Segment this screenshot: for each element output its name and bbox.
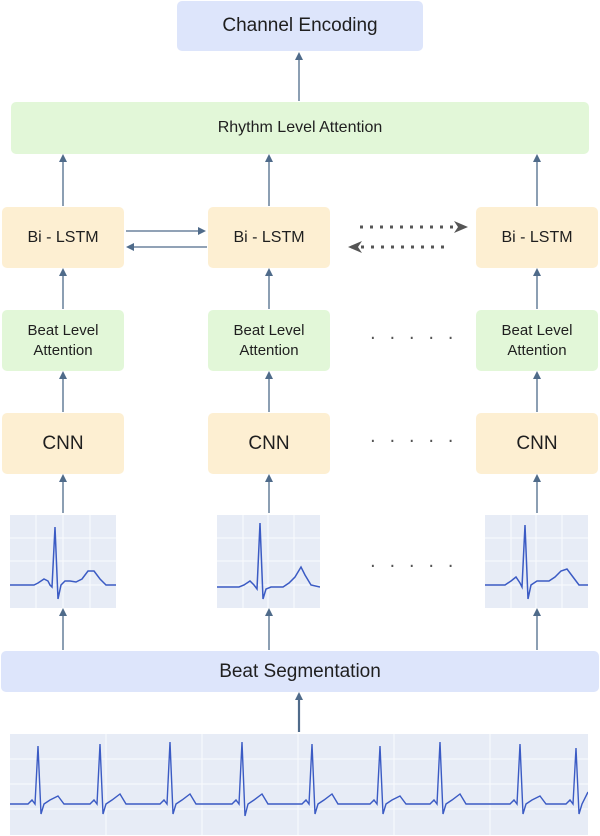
cnn-label: CNN: [516, 432, 558, 454]
bilstm-box-3: Bi - LSTM: [476, 207, 598, 268]
rhythm-waveform: [10, 734, 588, 835]
beat-attention-line1: Beat Level: [27, 321, 99, 339]
beat-segmentation-label: Beat Segmentation: [219, 660, 381, 682]
beat-attention-box-1: Beat Level Attention: [2, 310, 124, 371]
beat-image-3: [485, 515, 588, 608]
bilstm-box-2: Bi - LSTM: [208, 207, 330, 268]
ellipsis-cnn: · · · · ·: [370, 431, 458, 452]
beat-attention-line2: Attention: [239, 341, 299, 359]
cnn-label: CNN: [42, 432, 84, 454]
ellipsis-attention: · · · · ·: [370, 328, 458, 349]
bilstm-label: Bi - LSTM: [27, 228, 99, 246]
beat-attention-box-3: Beat Level Attention: [476, 310, 598, 371]
beat-segmentation-box: Beat Segmentation: [1, 651, 599, 692]
beat-image-2: [217, 515, 320, 608]
channel-encoding-box: Channel Encoding: [177, 1, 423, 51]
beat-attention-line2: Attention: [33, 341, 93, 359]
beat-waveform: [217, 515, 320, 608]
cnn-box-3: CNN: [476, 413, 598, 474]
cnn-label: CNN: [248, 432, 290, 454]
bilstm-box-1: Bi - LSTM: [2, 207, 124, 268]
beat-waveform: [10, 515, 116, 608]
beat-attention-line1: Beat Level: [233, 321, 305, 339]
rhythm-attention-box: Rhythm Level Attention: [11, 102, 589, 154]
beat-waveform: [485, 515, 588, 608]
beat-attention-box-2: Beat Level Attention: [208, 310, 330, 371]
ecg-rhythm-strip: [10, 734, 588, 835]
beat-attention-line1: Beat Level: [501, 321, 573, 339]
channel-encoding-label: Channel Encoding: [222, 15, 378, 36]
rhythm-attention-label: Rhythm Level Attention: [217, 119, 383, 136]
bilstm-label: Bi - LSTM: [501, 228, 573, 246]
cnn-box-2: CNN: [208, 413, 330, 474]
cnn-box-1: CNN: [2, 413, 124, 474]
ellipsis-beats: · · · · ·: [370, 556, 458, 577]
bilstm-label: Bi - LSTM: [233, 228, 305, 246]
beat-image-1: [10, 515, 116, 608]
beat-attention-line2: Attention: [507, 341, 567, 359]
